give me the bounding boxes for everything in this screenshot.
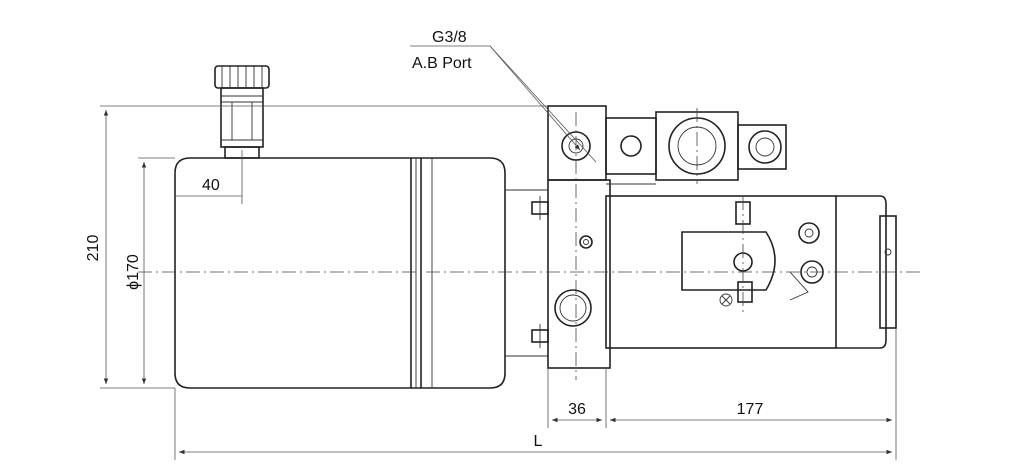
filler-offset-label: 40 [202,177,220,194]
height-dimension-label: 210 [85,235,102,262]
valve-block [531,105,611,369]
oil-tank [174,157,548,389]
port-name-label: A.B Port [412,55,472,72]
dimension-lines [100,45,897,460]
overall-length-label: L [534,433,543,450]
valve-manifold [605,111,787,185]
filler-breather-cap [214,65,270,159]
port-size-label: G3/8 [432,29,467,46]
centre-lines [138,108,920,380]
block-width-label: 36 [568,401,586,418]
motor-length-label: 177 [737,401,764,418]
diameter-dimension-label: ϕ170 [125,254,142,290]
